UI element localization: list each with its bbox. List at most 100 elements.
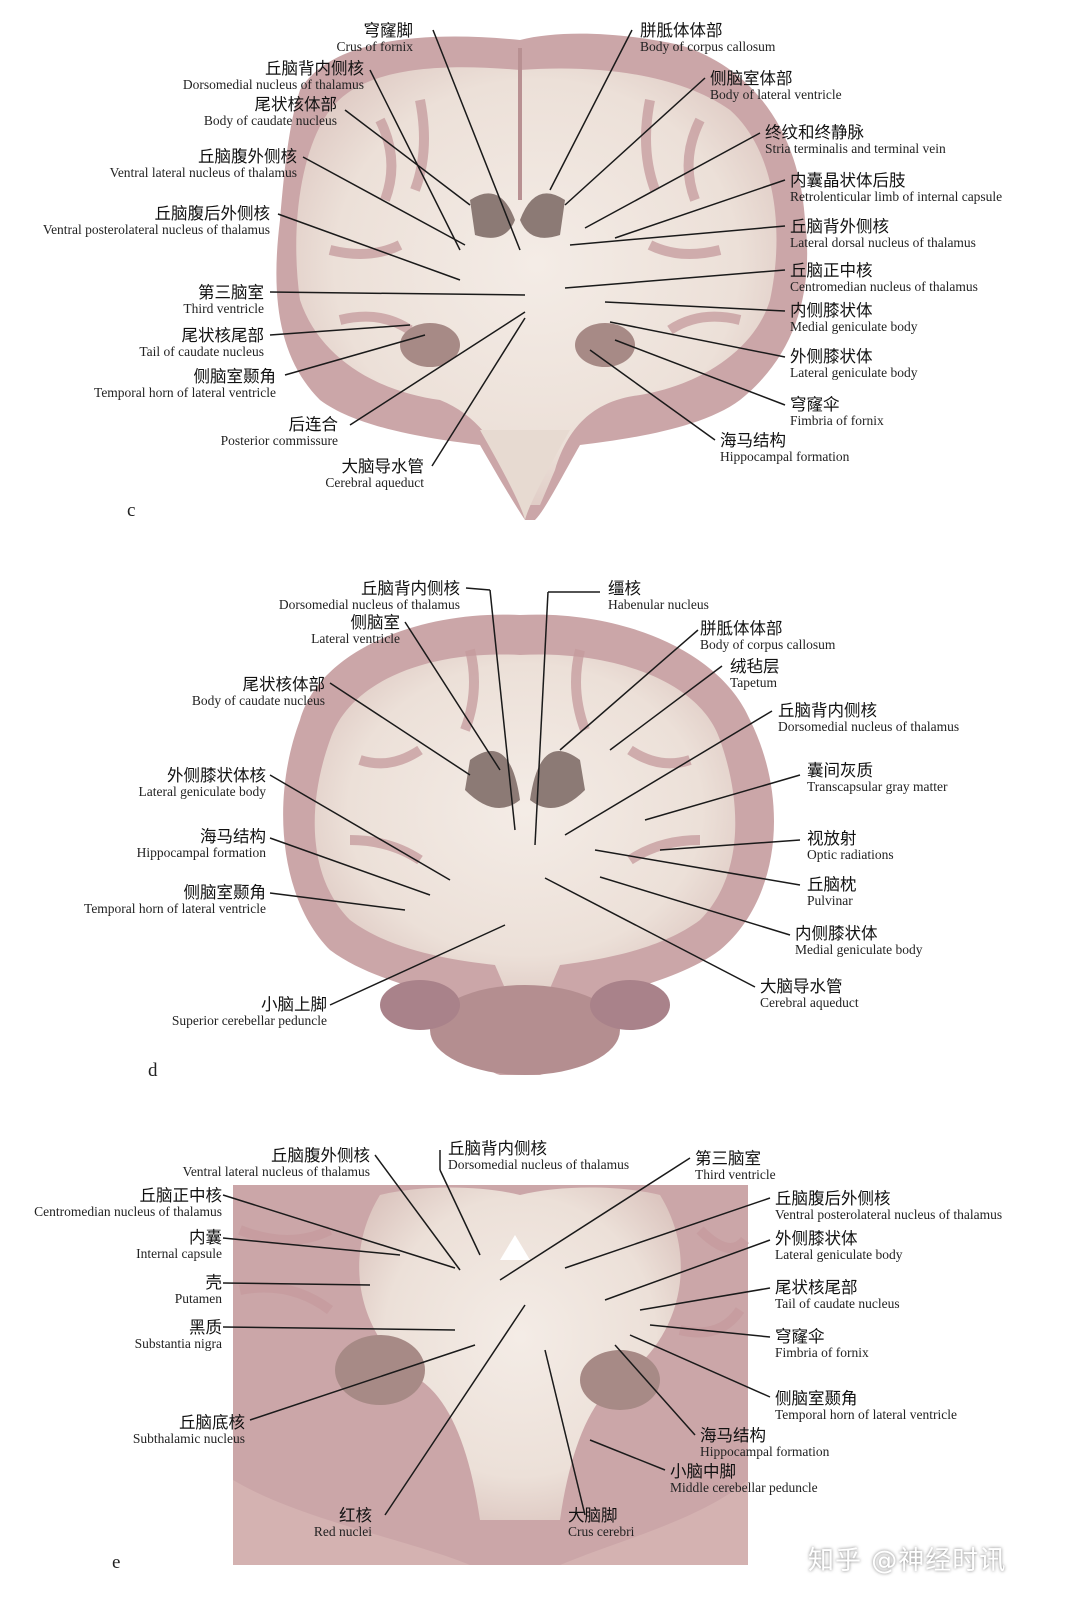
label-en: Dorsomedial nucleus of thalamus: [778, 719, 960, 735]
label-cerebral-aqueduct: 大脑导水管 Cerebral aqueduct: [325, 458, 424, 490]
label-zh: 小脑中脚: [670, 1462, 736, 1481]
panel-letter-e: e: [112, 1552, 121, 1573]
label-zh: 囊间灰质: [807, 761, 873, 780]
panel-letter-c: c: [127, 500, 136, 521]
label-en: Body of caudate nucleus: [191, 693, 325, 709]
label-zh: 第三脑室: [695, 1149, 761, 1168]
leader-line: [534, 591, 549, 846]
label-en: Body of corpus callosum: [700, 637, 836, 653]
label-zh: 尾状核尾部: [181, 326, 265, 345]
label-en: Substantia nigra: [134, 1336, 222, 1352]
label-crus-of-fornix: 穹窿脚 Crus of fornix: [337, 22, 414, 54]
label-zh: 大脑脚: [568, 1506, 618, 1525]
leader-line: [222, 1194, 456, 1269]
label-en: Middle cerebellar peduncle: [670, 1480, 818, 1496]
label-en: Internal capsule: [136, 1246, 222, 1262]
label-zh: 绒毡层: [730, 657, 780, 676]
leader-line: [599, 876, 791, 936]
label-en: Hippocampal formation: [720, 449, 850, 465]
label-dorsomedial-nucleus-e: 丘脑背内侧核 Dorsomedial nucleus of thalamus: [448, 1140, 629, 1172]
label-en: Tail of caudate nucleus: [139, 344, 264, 360]
label-en: Tapetum: [730, 675, 778, 691]
label-en: Habenular nucleus: [608, 597, 709, 613]
label-third-ventricle-e: 第三脑室 Third ventricle: [695, 1150, 776, 1182]
label-dorsomedial-nucleus-d2: 丘脑背内侧核 Dorsomedial nucleus of thalamus: [778, 702, 959, 734]
label-zh: 侧脑室颞角: [775, 1389, 858, 1408]
leader-line: [384, 1304, 526, 1516]
leader-line: [564, 77, 706, 206]
leader-line: [604, 301, 786, 312]
label-en: Ventral lateral nucleus of thalamus: [182, 1164, 370, 1180]
label-dorsomedial-nucleus: 丘脑背内侧核 Dorsomedial nucleus of thalamus: [183, 60, 364, 92]
label-tail-of-caudate-nucleus-e: 尾状核尾部 Tail of caudate nucleus: [775, 1279, 900, 1311]
label-en: Posterior commissure: [220, 433, 338, 449]
label-substantia-nigra: 黑质 Substantia nigra: [135, 1319, 222, 1351]
label-zh: 丘脑背内侧核: [361, 579, 460, 598]
label-body-of-caudate-nucleus: 尾状核体部 Body of caudate nucleus: [204, 96, 337, 128]
label-en: Medial geniculate body: [790, 319, 918, 335]
label-body-of-caudate-nucleus-d: 尾状核体部 Body of caudate nucleus: [192, 676, 325, 708]
label-zh: 丘脑枕: [807, 875, 857, 894]
label-medial-geniculate-body-d: 内侧膝状体 Medial geniculate body: [795, 925, 922, 957]
leader-line: [604, 1239, 771, 1301]
label-zh: 丘脑底核: [179, 1413, 245, 1432]
leader-line: [404, 621, 501, 771]
label-temporal-horn-e: 侧脑室颞角 Temporal horn of lateral ventricle: [775, 1390, 957, 1422]
label-en: Dorsomedial nucleus of thalamus: [182, 77, 364, 93]
leader-line: [465, 587, 491, 591]
leader-line: [269, 892, 406, 911]
label-zh: 海马结构: [200, 827, 266, 846]
leader-line: [589, 1439, 666, 1471]
label-putamen: 壳 Putamen: [175, 1274, 222, 1306]
label-zh: 侧脑室颞角: [193, 367, 277, 386]
label-en: Body of lateral ventricle: [710, 87, 842, 103]
label-medial-geniculate-body: 内侧膝状体 Medial geniculate body: [790, 302, 917, 334]
panel-letter-d: d: [148, 1060, 158, 1081]
leader-line: [222, 1237, 401, 1256]
label-zh: 丘脑腹后外侧核: [154, 204, 271, 223]
label-zh: 尾状核体部: [254, 95, 338, 114]
label-en: Pulvinar: [807, 893, 853, 909]
label-ventral-lateral-nucleus: 丘脑腹外侧核 Ventral lateral nucleus of thalam…: [110, 148, 297, 180]
label-zh: 丘脑正中核: [139, 1186, 223, 1205]
leader-line: [589, 349, 716, 441]
label-zh: 缰核: [608, 579, 641, 598]
leader-line: [609, 321, 786, 358]
label-en: Medial geniculate body: [795, 942, 923, 958]
label-zh: 内囊晶状体后肢: [790, 171, 906, 190]
label-fimbria-of-fornix-e: 穹窿伞 Fimbria of fornix: [775, 1328, 869, 1360]
label-zh: 胼胝体体部: [640, 21, 723, 40]
label-zh: 胼胝体体部: [700, 619, 783, 638]
leader-line: [549, 29, 633, 191]
label-en: Third ventricle: [695, 1167, 776, 1183]
label-stria-terminalis: 终纹和终静脉 Stria terminalis and terminal vei…: [765, 124, 946, 156]
leader-line: [544, 877, 756, 988]
label-posterior-commissure: 后连合 Posterior commissure: [221, 416, 338, 448]
leader-line: [269, 291, 526, 296]
label-en: Cerebral aqueduct: [325, 475, 424, 491]
label-en: Transcapsular gray matter: [807, 779, 948, 795]
label-body-of-lateral-ventricle: 侧脑室体部 Body of lateral ventricle: [710, 70, 842, 102]
leader-line: [559, 629, 699, 751]
leader-line: [614, 1344, 696, 1436]
label-zh: 大脑导水管: [760, 977, 843, 996]
leader-line: [269, 837, 431, 896]
label-en: Fimbria of fornix: [790, 413, 884, 429]
label-en: Third ventricle: [183, 301, 264, 317]
label-zh: 侧脑室颞角: [183, 883, 267, 902]
label-en: Lateral dorsal nucleus of thalamus: [790, 235, 976, 251]
label-crus-cerebri: 大脑脚 Crus cerebri: [568, 1507, 634, 1539]
label-dorsomedial-nucleus-d: 丘脑背内侧核 Dorsomedial nucleus of thalamus: [279, 580, 460, 612]
label-centromedian-nucleus-e: 丘脑正中核 Centromedian nucleus of thalamus: [34, 1187, 222, 1219]
label-en: Ventral posterolateral nucleus of thalam…: [775, 1207, 1003, 1223]
leader-line: [329, 924, 506, 1006]
label-habenular-nucleus: 缰核 Habenular nucleus: [608, 580, 709, 612]
leader-line: [594, 849, 801, 886]
section-c-image: [276, 33, 808, 520]
label-en: Temporal horn of lateral ventricle: [84, 901, 266, 917]
label-zh: 穹窿伞: [775, 1327, 825, 1346]
label-en: Retrolenticular limb of internal capsule: [790, 189, 1003, 205]
leader-line: [569, 225, 786, 246]
label-en: Crus of fornix: [336, 39, 414, 55]
